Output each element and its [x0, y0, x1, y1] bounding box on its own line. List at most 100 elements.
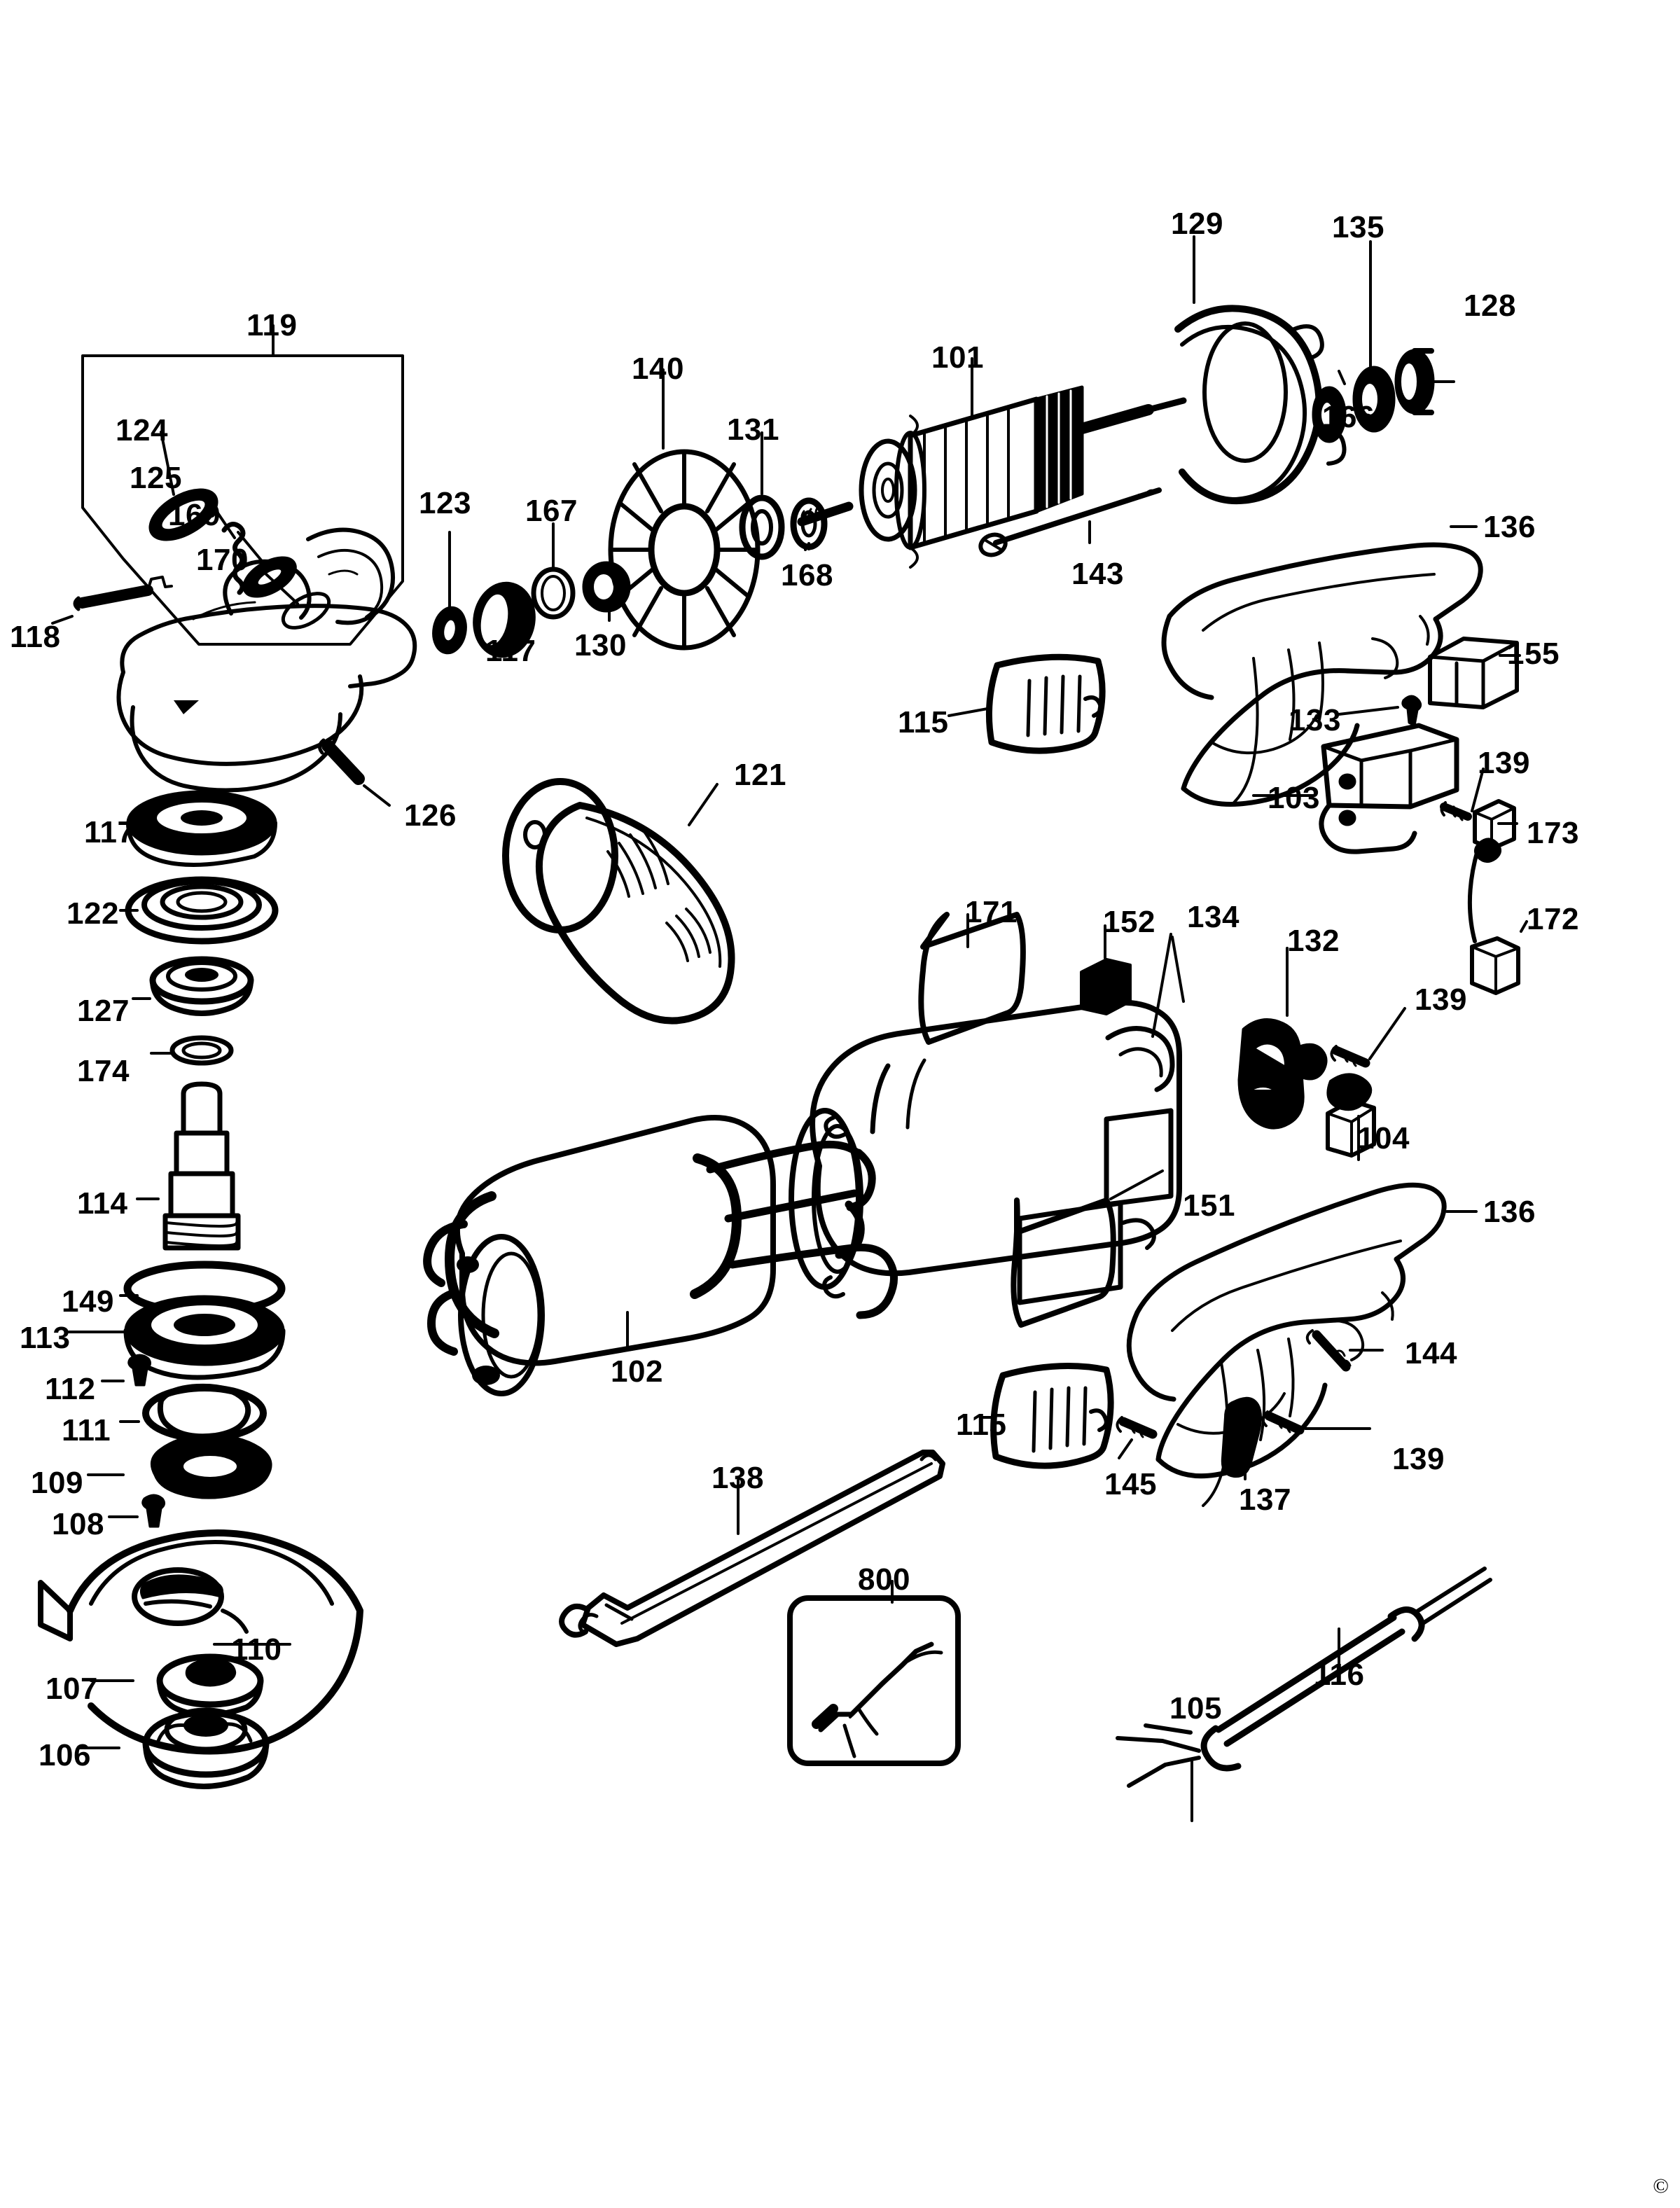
- part-label-114: 114: [77, 1186, 128, 1221]
- part-144-screw: [1305, 1329, 1384, 1372]
- part-131-washer: [739, 431, 785, 560]
- part-label-145: 145: [1104, 1467, 1157, 1501]
- part-102-field: [423, 1115, 898, 1396]
- part-121-side-handle: [502, 778, 735, 1025]
- part-130-bearing: [582, 561, 631, 622]
- part-label-132: 132: [1287, 924, 1340, 958]
- part-label-143: 143: [1071, 557, 1124, 591]
- part-label-118: 118: [10, 620, 61, 654]
- part-label-129: 129: [1171, 207, 1223, 241]
- part-label-115-upper: 115: [898, 705, 949, 740]
- part-label-102: 102: [611, 1354, 663, 1389]
- part-126-pin: [318, 738, 391, 807]
- part-139-screw-a: [1440, 768, 1485, 821]
- part-label-109: 109: [31, 1466, 83, 1500]
- part-127-bearing: [132, 956, 254, 1016]
- part-label-115-lower: 115: [956, 1408, 1007, 1442]
- part-117-pinion: [473, 581, 536, 658]
- part-139-screw-c: [1261, 1410, 1371, 1435]
- part-label-139-b: 139: [1415, 983, 1467, 1017]
- part-label-172: 172: [1527, 902, 1579, 936]
- part-133-pin: [1338, 695, 1422, 727]
- part-label-133: 133: [1289, 703, 1341, 737]
- bracket-119: [81, 324, 404, 646]
- gear-case-body: [116, 527, 417, 793]
- part-106-backing-flange: [78, 1707, 270, 1789]
- part-label-117-pinion: 117: [485, 634, 536, 668]
- part-label-135: 135: [1332, 210, 1384, 244]
- part-label-169: 169: [168, 498, 221, 532]
- part-114-spindle: [136, 1081, 241, 1251]
- part-label-144: 144: [1405, 1336, 1457, 1370]
- part-125-spring: [204, 493, 246, 595]
- part-label-105: 105: [1169, 1691, 1222, 1726]
- part-label-167: 167: [525, 494, 578, 528]
- part-124-knob: [148, 431, 218, 541]
- part-label-140: 140: [632, 352, 684, 386]
- part-103-switch: [1252, 723, 1459, 854]
- part-174-washer: [150, 1035, 234, 1066]
- part-171-plate: [918, 912, 1026, 1045]
- part-label-126: 126: [404, 798, 457, 833]
- part-155-insulator: [1428, 637, 1521, 709]
- part-label-136-upper: 136: [1483, 510, 1536, 544]
- part-label-131: 131: [727, 412, 779, 447]
- part-label-127: 127: [77, 994, 130, 1028]
- part-label-123: 123: [419, 486, 471, 520]
- part-label-106: 106: [39, 1738, 91, 1772]
- part-label-152: 152: [1103, 905, 1155, 939]
- part-label-107: 107: [46, 1672, 98, 1706]
- part-label-139-a: 139: [1478, 746, 1530, 780]
- part-label-800: 800: [858, 1562, 910, 1597]
- part-101-armature: [797, 357, 1187, 569]
- part-115-cover-upper: [947, 653, 1106, 754]
- part-label-151: 151: [1183, 1188, 1235, 1223]
- part-label-112: 112: [45, 1372, 96, 1406]
- part-135-bearing: [1352, 240, 1396, 433]
- part-143-screw: [978, 487, 1162, 557]
- part-label-168: 168: [781, 558, 833, 592]
- part-116-cord: [1116, 1567, 1492, 1822]
- part-label-174: 174: [77, 1054, 130, 1088]
- part-label-170: 170: [196, 543, 249, 577]
- part-label-121: 121: [734, 758, 786, 792]
- part-151-plate: [1011, 1169, 1164, 1328]
- part-139-screw-b: [1330, 1007, 1406, 1068]
- part-108-screw: [108, 1494, 166, 1528]
- part-172-lead: [1467, 838, 1528, 995]
- part-label-171: 171: [965, 895, 1018, 929]
- part-800-inset: [787, 1580, 961, 1766]
- part-label-110: 110: [231, 1632, 282, 1667]
- part-label-103: 103: [1268, 781, 1320, 815]
- part-label-111: 111: [62, 1413, 111, 1447]
- part-label-149: 149: [62, 1284, 114, 1319]
- part-label-119: 119: [247, 308, 298, 342]
- part-128-cup: [1394, 348, 1455, 415]
- part-173-terminal: [1473, 799, 1518, 851]
- part-label-116: 116: [1314, 1658, 1365, 1692]
- part-109-flange: [87, 1433, 272, 1499]
- part-122-seal: [119, 876, 279, 945]
- part-label-173: 173: [1527, 816, 1579, 850]
- part-145-screw: [1116, 1416, 1158, 1459]
- part-113-gear-ring: [67, 1295, 286, 1380]
- copyright-mark: ©: [1653, 2174, 1669, 2197]
- part-115-cover-lower: [979, 1363, 1114, 1469]
- part-label-122: 122: [67, 896, 119, 931]
- part-label-130: 130: [574, 628, 627, 662]
- part-label-138: 138: [711, 1461, 764, 1495]
- part-label-166: 166: [1322, 400, 1375, 434]
- part-167-seal: [531, 522, 576, 620]
- part-137-clamp: [1221, 1396, 1262, 1480]
- part-label-128: 128: [1464, 289, 1516, 323]
- part-label-155: 155: [1507, 637, 1560, 671]
- part-117-ring-gear: [125, 790, 277, 867]
- part-166-washer: [1312, 370, 1347, 443]
- part-label-124: 124: [116, 413, 168, 447]
- part-118-screw: [51, 576, 173, 625]
- part-136-handle-lower: [1126, 1182, 1478, 1507]
- part-label-139-c: 139: [1392, 1442, 1445, 1476]
- part-label-113: 113: [20, 1321, 71, 1355]
